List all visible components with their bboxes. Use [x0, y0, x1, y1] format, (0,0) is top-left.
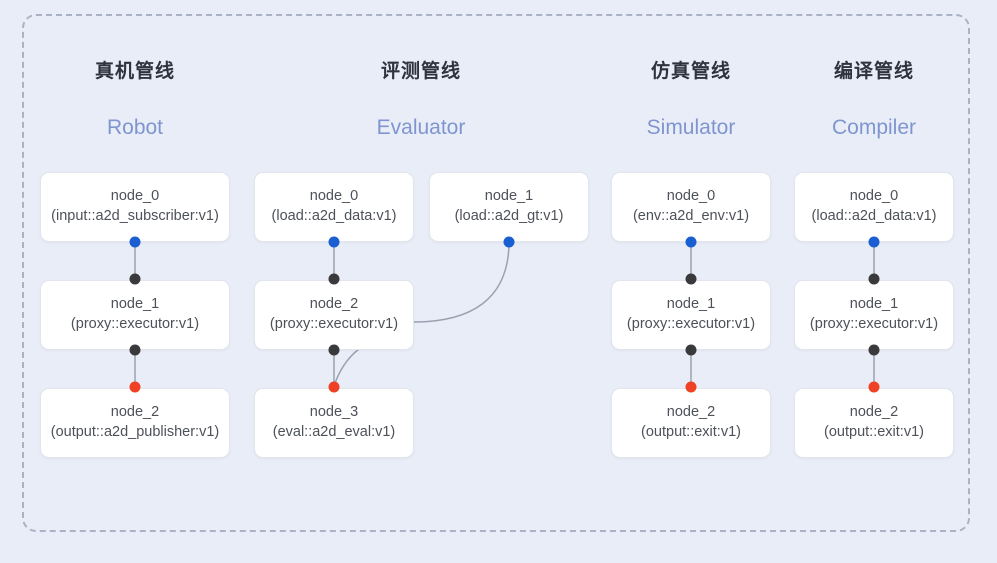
port-output-evaluator-2[interactable] — [328, 344, 340, 356]
column-title-en-robot: Robot — [106, 116, 164, 139]
node-subtitle: (eval::a2d_eval:v1) — [272, 424, 396, 440]
column-title-cn-simulator: 仿真管线 — [650, 61, 731, 82]
node-subtitle: (input::a2d_subscriber:v1) — [51, 208, 219, 224]
node-compiler-2[interactable]: node_2 (output::exit:v1) — [794, 388, 954, 458]
column-title-cn-evaluator: 评测管线 — [380, 61, 461, 82]
port-input-evaluator-3[interactable] — [328, 381, 340, 393]
diagram-dashed-frame — [22, 14, 970, 532]
node-title: node_1 — [666, 296, 716, 313]
node-subtitle: (proxy::executor:v1) — [809, 316, 939, 332]
node-robot-1[interactable]: node_1 (proxy::executor:v1) — [40, 280, 230, 350]
port-input-robot-1[interactable] — [129, 273, 141, 285]
node-robot-0[interactable]: node_0 (input::a2d_subscriber:v1) — [40, 172, 230, 242]
column-header-simulator: 仿真管线 Simulator — [611, 62, 771, 138]
column-header-robot: 真机管线 Robot — [55, 62, 215, 138]
column-header-evaluator: 评测管线 Evaluator — [341, 62, 501, 138]
column-title-en-evaluator: Evaluator — [376, 116, 466, 139]
column-title-cn-compiler: 编译管线 — [833, 61, 914, 82]
port-output-evaluator-0[interactable] — [328, 236, 340, 248]
node-subtitle: (proxy::executor:v1) — [626, 316, 756, 332]
port-output-evaluator-1[interactable] — [503, 236, 515, 248]
node-subtitle: (output::a2d_publisher:v1) — [50, 424, 220, 440]
column-title-cn-robot: 真机管线 — [94, 61, 175, 82]
node-evaluator-0[interactable]: node_0 (load::a2d_data:v1) — [254, 172, 414, 242]
column-title-en-compiler: Compiler — [831, 116, 917, 139]
node-robot-2[interactable]: node_2 (output::a2d_publisher:v1) — [40, 388, 230, 458]
node-title: node_0 — [110, 188, 160, 205]
port-input-simulator-1[interactable] — [685, 273, 697, 285]
port-input-simulator-2[interactable] — [685, 381, 697, 393]
node-compiler-1[interactable]: node_1 (proxy::executor:v1) — [794, 280, 954, 350]
node-evaluator-2[interactable]: node_2 (proxy::executor:v1) — [254, 280, 414, 350]
node-title: node_2 — [110, 404, 160, 421]
node-evaluator-1[interactable]: node_1 (load::a2d_gt:v1) — [429, 172, 589, 242]
node-title: node_3 — [309, 404, 359, 421]
port-output-simulator-0[interactable] — [685, 236, 697, 248]
node-title: node_1 — [110, 296, 160, 313]
port-input-robot-2[interactable] — [129, 381, 141, 393]
node-subtitle: (output::exit:v1) — [641, 424, 741, 440]
column-header-compiler: 编译管线 Compiler — [794, 62, 954, 138]
node-title: node_0 — [666, 188, 716, 205]
port-output-compiler-0[interactable] — [868, 236, 880, 248]
port-input-compiler-2[interactable] — [868, 381, 880, 393]
node-title: node_1 — [484, 188, 534, 205]
port-output-compiler-1[interactable] — [868, 344, 880, 356]
port-output-simulator-1[interactable] — [685, 344, 697, 356]
node-subtitle: (load::a2d_data:v1) — [811, 208, 937, 224]
node-title: node_1 — [849, 296, 899, 313]
node-compiler-0[interactable]: node_0 (load::a2d_data:v1) — [794, 172, 954, 242]
node-subtitle: (proxy::executor:v1) — [70, 316, 200, 332]
node-subtitle: (output::exit:v1) — [824, 424, 924, 440]
node-title: node_2 — [666, 404, 716, 421]
port-input-evaluator-2[interactable] — [328, 273, 340, 285]
node-simulator-2[interactable]: node_2 (output::exit:v1) — [611, 388, 771, 458]
node-title: node_0 — [309, 188, 359, 205]
node-simulator-0[interactable]: node_0 (env::a2d_env:v1) — [611, 172, 771, 242]
node-subtitle: (load::a2d_data:v1) — [271, 208, 397, 224]
node-subtitle: (env::a2d_env:v1) — [632, 208, 750, 224]
port-output-robot-0[interactable] — [129, 236, 141, 248]
node-simulator-1[interactable]: node_1 (proxy::executor:v1) — [611, 280, 771, 350]
node-title: node_2 — [309, 296, 359, 313]
port-output-robot-1[interactable] — [129, 344, 141, 356]
node-title: node_2 — [849, 404, 899, 421]
node-subtitle: (load::a2d_gt:v1) — [454, 208, 564, 224]
column-title-en-simulator: Simulator — [646, 116, 736, 139]
node-evaluator-3[interactable]: node_3 (eval::a2d_eval:v1) — [254, 388, 414, 458]
node-subtitle: (proxy::executor:v1) — [269, 316, 399, 332]
node-title: node_0 — [849, 188, 899, 205]
port-input-compiler-1[interactable] — [868, 273, 880, 285]
